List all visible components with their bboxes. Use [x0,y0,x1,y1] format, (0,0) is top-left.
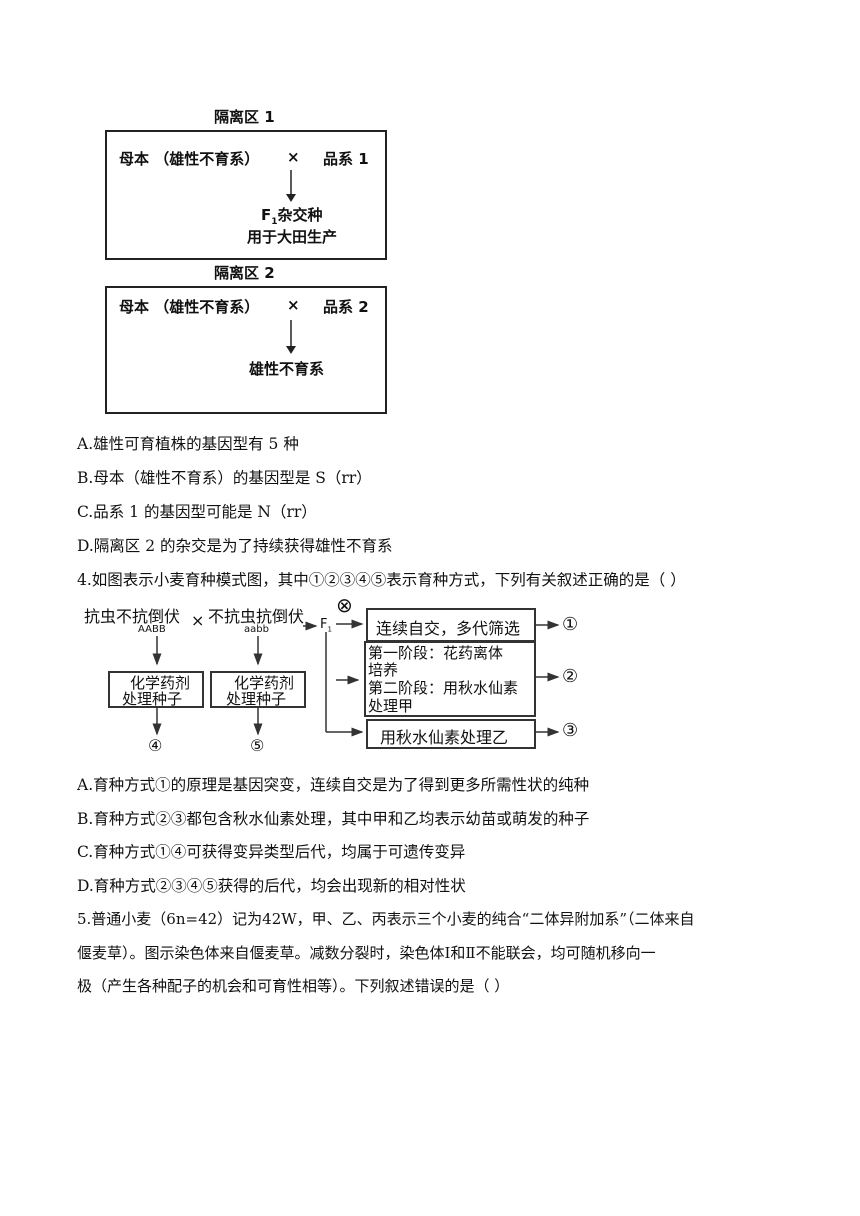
zone1-line: 品系 1 [323,150,369,168]
zone1-label: 隔离区 1 [214,108,275,126]
parent1-label: 抗虫不抗倒伏 [84,607,181,626]
q4-option-b: B.育种方式②③都包含秋水仙素处理，其中甲和乙均表示幼苗或萌发的种子 [77,810,590,828]
q4-option-d: D.育种方式②③④⑤获得的后代，均会出现新的相对性状 [77,877,466,895]
q5-line2: 偃麦草）。图示染色体来自偃麦草。减数分裂时，染色体Ⅰ和Ⅱ不能联会，均可随机移向一 [77,944,656,962]
f1-label: F1 [320,617,332,634]
box-haploid: 第一阶段：花药离体 培养 第二阶段：用秋水仙素 处理甲 [364,641,536,717]
zone2-label: 隔离区 2 [214,264,275,282]
q4-option-a: A.育种方式①的原理是基因突变，连续自交是为了得到更多所需性状的纯种 [77,776,590,794]
zone2-result: 雄性不育系 [249,360,325,378]
zone1-result-line1: F1杂交种 [261,206,323,227]
zone1-box: 母本 （雄性不育系） × 品系 1 F1杂交种 用于大田生产 [105,130,387,260]
zone1-mother: 母本 （雄性不育系） [119,150,260,168]
zone1-cross: × [287,148,300,166]
chem-box-1: 化学药剂 处理种子 [108,671,204,708]
cross-symbol: × [191,611,205,630]
q4-stem: 4.如图表示小麦育种模式图，其中①②③④⑤表示育种方式，下列有关叙述正确的是（ … [77,571,686,589]
q3-option-b: B.母本（雄性不育系）的基因型是 S（rr） [77,469,372,487]
selfing-icon: ⊗ [336,593,353,617]
zone1-arrow [286,170,296,202]
zone2-mother: 母本 （雄性不育系） [119,298,260,316]
q3-option-c: C.品系 1 的基因型可能是 N（rr） [77,503,317,521]
parent2-label: 不抗虫抗倒伏 [208,607,305,626]
outcome-3: ③ [562,720,579,741]
q4-option-c: C.育种方式①④可获得变异类型后代，均属于可遗传变异 [77,843,466,861]
parent1-genotype: AABB [138,624,166,635]
chem-box-2: 化学药剂 处理种子 [210,671,306,708]
zone2-cross: × [287,296,300,314]
outcome-4: ④ [148,736,163,755]
parent2-genotype: aabb [244,624,269,635]
zone1-result-line2: 用于大田生产 [247,228,338,246]
q3-option-a: A.雄性可育植株的基因型有 5 种 [77,435,299,453]
outcome-2: ② [562,666,579,687]
q5-line1: 5.普通小麦（6n=42）记为42W，甲、乙、丙表示三个小麦的纯合“二体异附加系… [77,910,695,928]
outcome-5: ⑤ [250,736,265,755]
outcome-1: ① [562,614,579,635]
box-colchicine: 用秋水仙素处理乙 [366,719,536,749]
zone2-arrow [286,320,296,354]
q3-option-d: D.隔离区 2 的杂交是为了持续获得雄性不育系 [77,537,393,555]
q5-line3: 极（产生各种配子的机会和可育性相等）。下列叙述错误的是（ ） [77,977,510,995]
zone2-line: 品系 2 [323,298,369,316]
zone2-box: 母本 （雄性不育系） × 品系 2 雄性不育系 [105,286,387,414]
box-selfing: 连续自交，多代筛选 [366,608,536,642]
